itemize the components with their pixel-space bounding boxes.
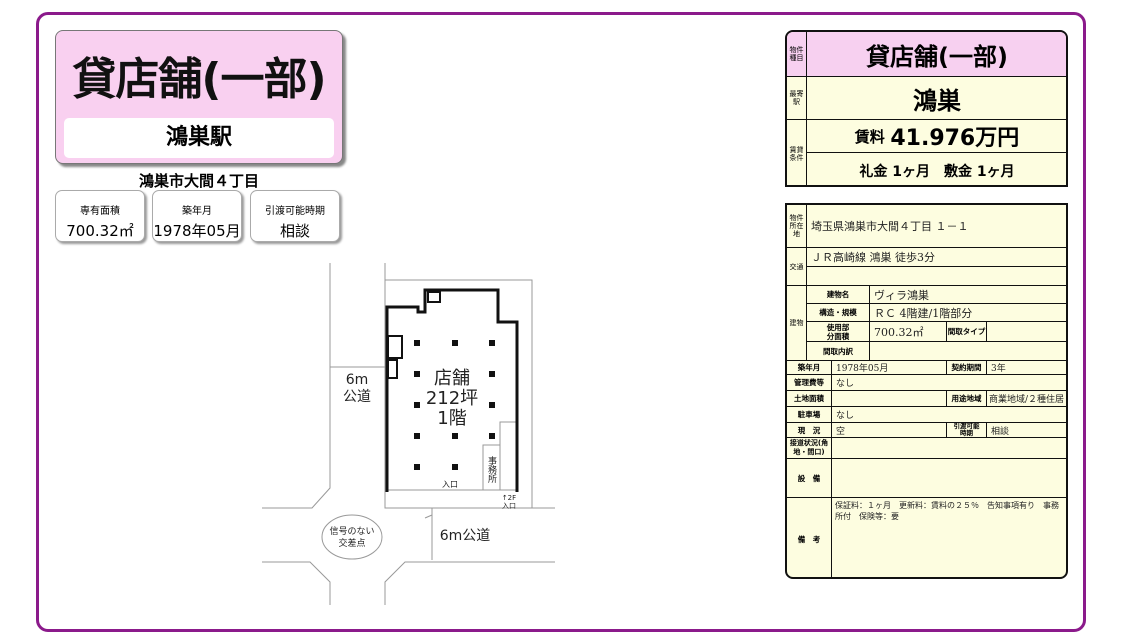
terms-label: 賃貸条件 xyxy=(787,119,807,185)
rent-cell: 賃料 41.976万円 xyxy=(806,119,1066,153)
structure-label: 構造・規模 xyxy=(806,303,870,322)
transport-value: ＪＲ高崎線 鴻巣 徒歩3分 xyxy=(806,247,1066,267)
card-handover: 引渡可能時期相談 xyxy=(250,190,340,242)
zoning-label: 用途地域 xyxy=(946,390,987,407)
rent-value: 41.976万円 xyxy=(890,126,1020,151)
layout-detail-label: 間取内訳 xyxy=(806,341,870,361)
title-box: 貸店舗(一部) 鴻巣駅 xyxy=(55,30,343,164)
remarks-value: 保証料：１ヶ月 更新料：賃料の２５％ 告知事項有り 事務所付 保険等：要 xyxy=(831,497,1066,577)
zoning-value: 商業地域/２種住居 xyxy=(986,390,1066,407)
station-label: 鴻巣駅 xyxy=(64,118,334,158)
page-frame xyxy=(36,12,1086,632)
card-area: 専有面積 700.32㎡ xyxy=(55,190,145,242)
card-label: 築年月 xyxy=(182,206,212,217)
name-value: ヴィラ鴻巣 xyxy=(869,285,1066,304)
built-label: 築年月 xyxy=(787,360,832,375)
intersection-label-2: 交差点 xyxy=(338,537,365,549)
status-label: 現 況 xyxy=(787,422,832,438)
layout-detail-value xyxy=(869,341,1066,361)
area-label: 使用部分面積 xyxy=(806,321,870,342)
handover-value: 相談 xyxy=(986,422,1066,438)
mgmt-label: 管理費等 xyxy=(787,374,832,391)
mgmt-value: なし xyxy=(831,374,1066,391)
equipment-value xyxy=(831,458,1066,498)
status-value: 空 xyxy=(831,422,947,438)
card-value: 相談 xyxy=(279,222,310,240)
deposit-key-money: 礼金 1ヶ月 敷金 1ヶ月 xyxy=(806,152,1066,185)
road-label: 接道状況(角地・間口) xyxy=(787,437,832,459)
structure-value: ＲＣ 4階建/1階部分 xyxy=(869,303,1066,322)
transport-value-2 xyxy=(806,266,1066,286)
area-value: 700.32㎡ xyxy=(869,321,947,342)
summary-station: 鴻巣 xyxy=(806,76,1066,120)
road-bottom: 6m公道 xyxy=(440,528,491,544)
summary-type: 貸店舗(一部) xyxy=(806,32,1066,77)
entrance-2f-2: 入口 xyxy=(502,502,516,510)
card-label: 引渡可能時期 xyxy=(265,206,325,217)
location-value: 埼玉県鴻巣市大間４丁目 １－１ xyxy=(806,205,1066,248)
parking-value: なし xyxy=(831,406,1066,423)
layout-type-label: 間取タイプ xyxy=(946,321,987,342)
parking-label: 駐車場 xyxy=(787,406,832,423)
road-left-type: 公道 xyxy=(343,389,371,405)
entrance-2f: ↑2F xyxy=(502,494,516,502)
contract-value: 3年 xyxy=(986,360,1066,375)
type-label: 物件種目 xyxy=(787,32,807,77)
address: 鴻巣市大間４丁目 xyxy=(138,172,259,190)
station-label: 最寄駅 xyxy=(787,76,807,120)
transport-label: 交通 xyxy=(787,247,807,286)
remarks-label: 備 考 xyxy=(787,497,832,577)
room-floor: 1階 xyxy=(437,408,466,429)
summary-table: 物件種目 貸店舗(一部) 最寄駅 鴻巣 賃貸条件 賃料 41.976万円 礼金 … xyxy=(785,30,1068,187)
floor-plan: 店舗 212坪 1階 6m 公道 6m公道 信号のない 交差点 入口 ↑2F 入… xyxy=(262,263,555,605)
office-label: 事務所 xyxy=(486,455,497,484)
land-value xyxy=(831,390,947,407)
layout-type-value xyxy=(986,321,1066,342)
store-outline xyxy=(385,288,519,492)
detail-table: 物件所在地 埼玉県鴻巣市大間４丁目 １－１ 交通 ＪＲ高崎線 鴻巣 徒歩3分 建… xyxy=(785,203,1068,579)
built-value: 1978年05月 xyxy=(831,360,947,375)
card-built: 築年月 1978年05月 xyxy=(152,190,242,242)
road-value xyxy=(831,437,1066,459)
property-type-title: 貸店舗(一部) xyxy=(72,54,326,105)
land-label: 土地面積 xyxy=(787,390,832,407)
entrance-label: 入口 xyxy=(442,480,458,489)
location-label: 物件所在地 xyxy=(787,205,807,248)
room-area: 212坪 xyxy=(426,388,478,409)
card-label: 専有面積 xyxy=(80,206,120,217)
handover-label: 引渡可能時期 xyxy=(946,422,987,438)
building-label: 建物 xyxy=(787,285,807,361)
card-value: 700.32㎡ xyxy=(66,222,134,240)
room-label: 店舗 xyxy=(434,368,470,389)
equipment-label: 設 備 xyxy=(787,458,832,498)
card-value: 1978年05月 xyxy=(153,222,241,240)
contract-label: 契約期間 xyxy=(946,360,987,375)
intersection-label: 信号のない xyxy=(329,525,374,537)
columns xyxy=(414,340,495,470)
rent-label: 賃料 xyxy=(854,127,885,146)
name-label: 建物名 xyxy=(806,285,870,304)
road-left-width: 6m xyxy=(346,372,369,388)
